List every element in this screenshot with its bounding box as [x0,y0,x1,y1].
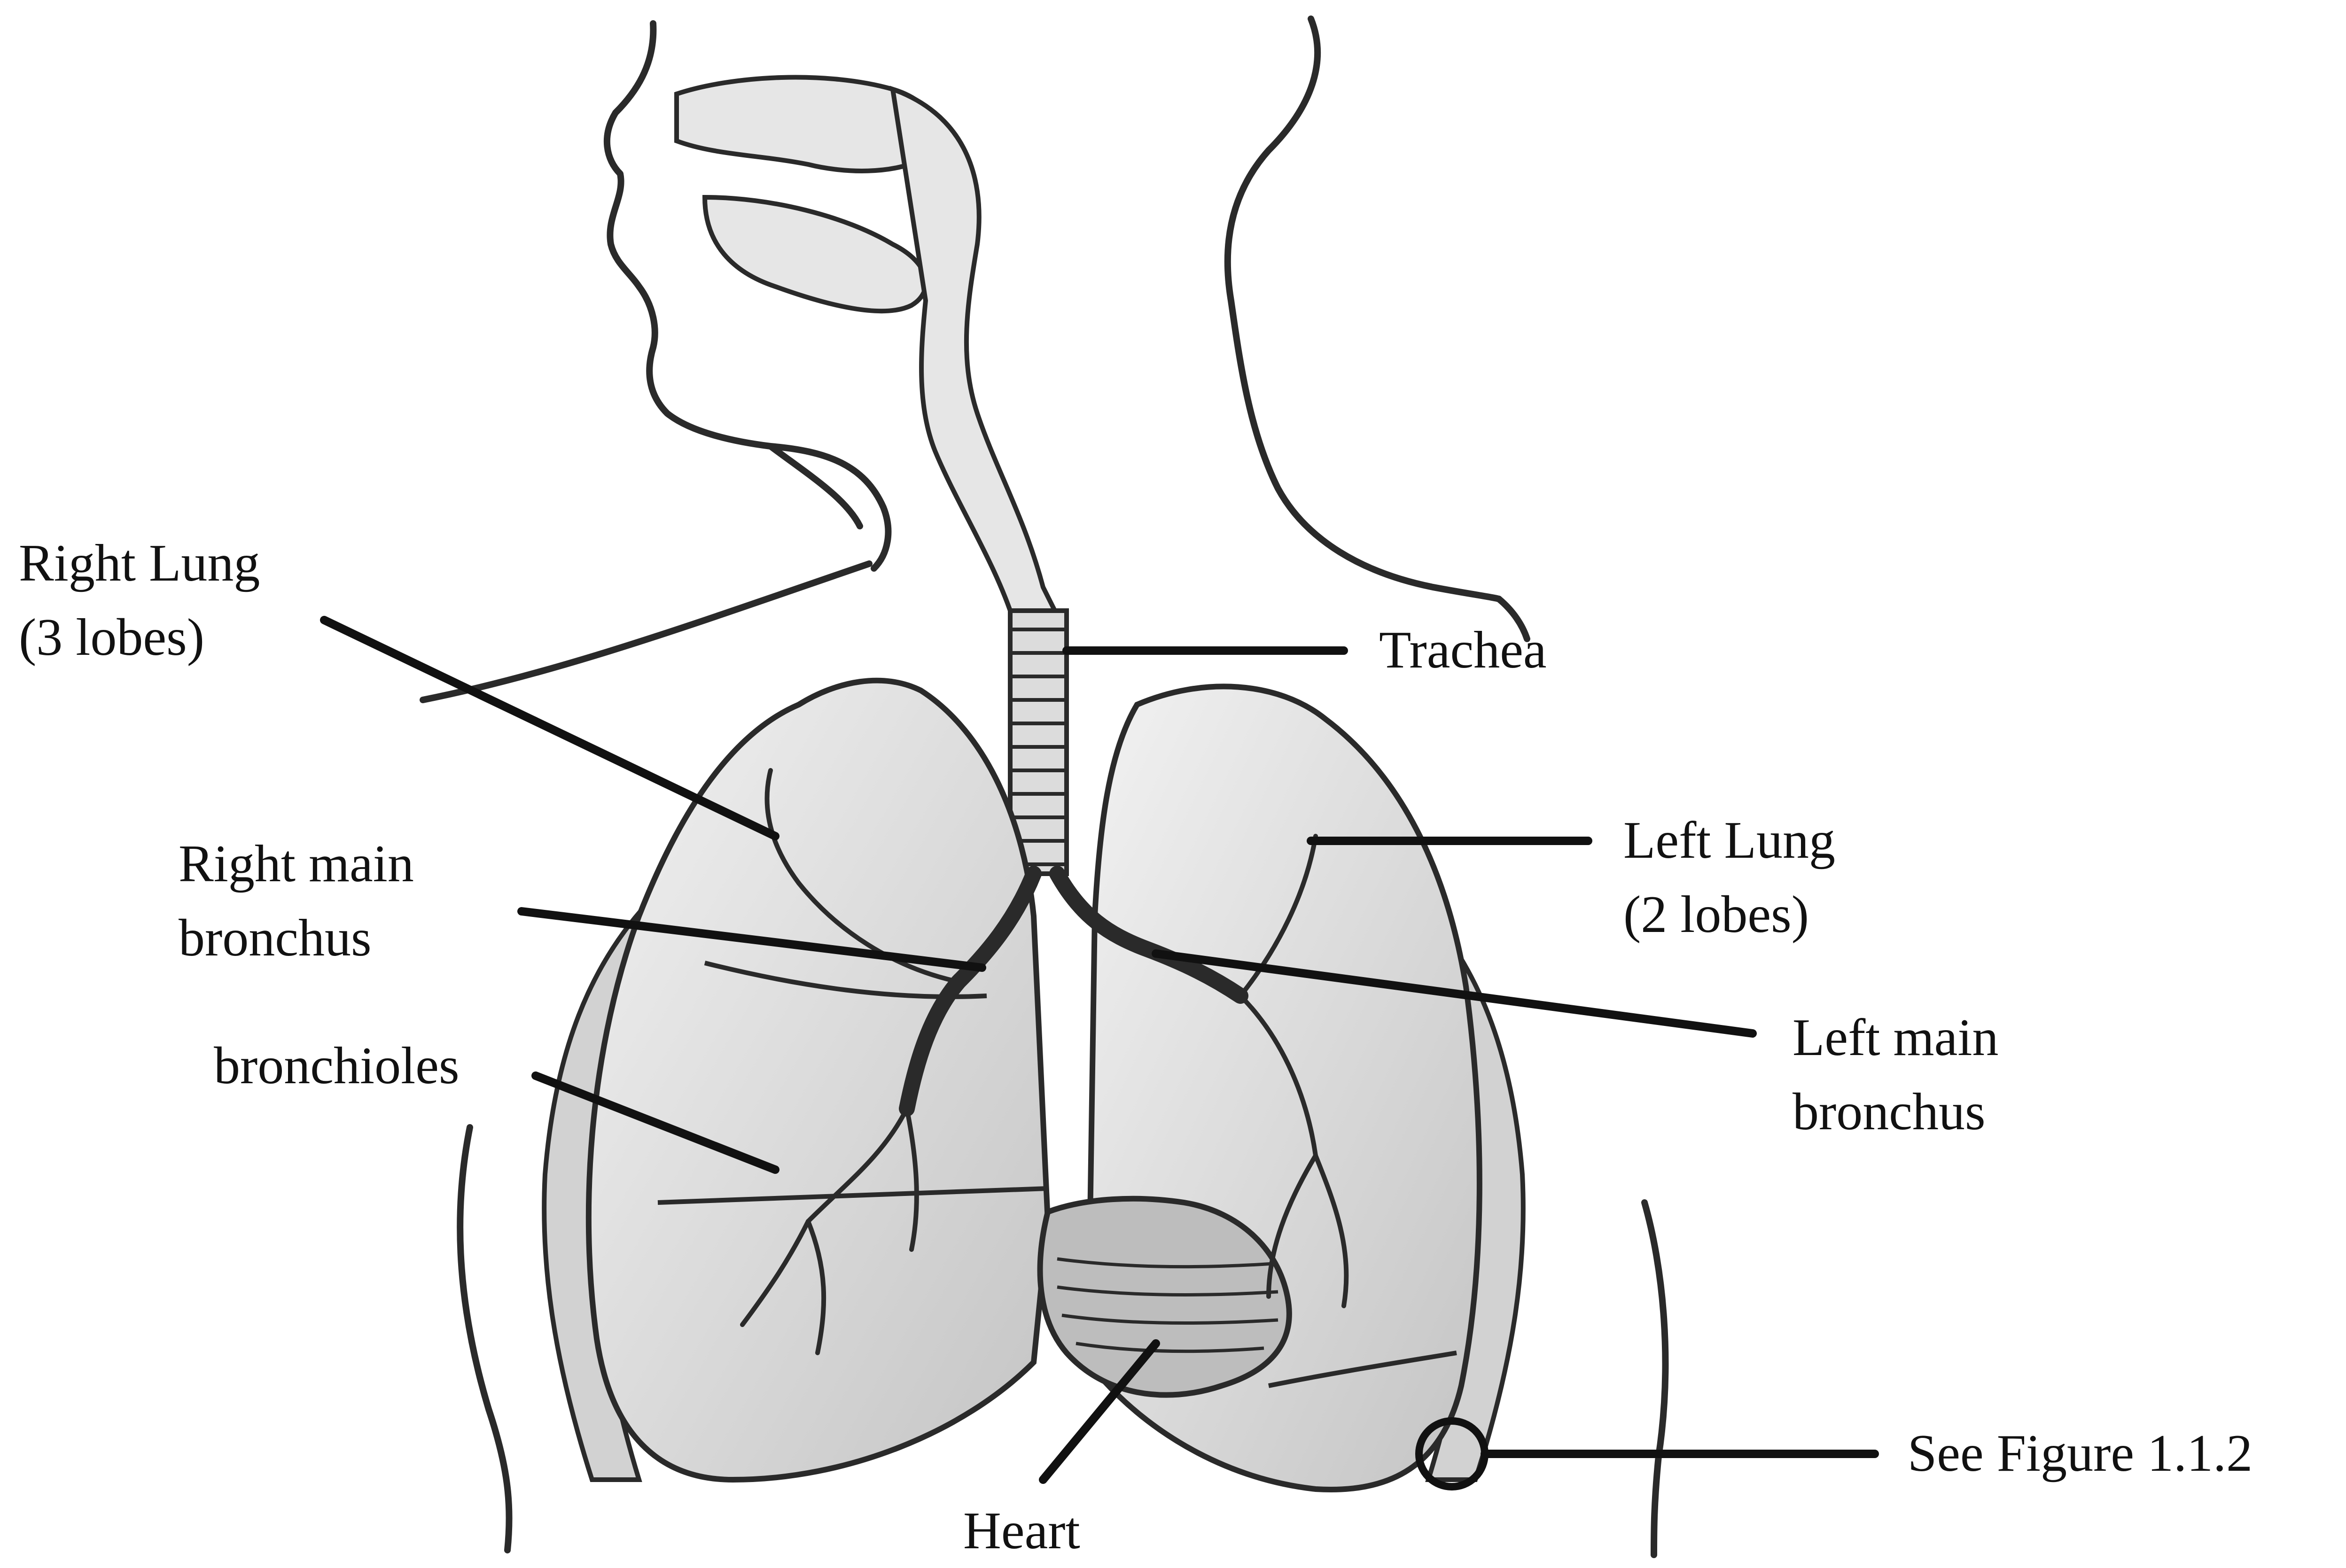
label-trachea-line-1: Trachea [1379,613,1547,687]
nasal-cavity [677,78,1062,625]
label-right-main-bronchus: Right main bronchus [179,827,414,975]
torso-left-side [460,1127,509,1550]
label-heart: Heart [963,1494,1080,1568]
torso-right-side [1645,1203,1665,1555]
label-right-lung: Right Lung (3 lobes) [19,526,260,675]
label-right-main-bronchus-line-1: Right main [179,827,414,901]
label-see-figure-line-1: See Figure 1.1.2 [1908,1416,2252,1490]
right-lung [589,681,1048,1480]
shoulder-left [423,564,869,700]
label-left-lung-line-2: (2 lobes) [1623,877,1835,952]
label-left-lung-line-1: Left Lung [1623,803,1835,877]
label-right-lung-line-2: (3 lobes) [19,600,260,675]
label-right-lung-line-1: Right Lung [19,526,260,600]
label-trachea: Trachea [1379,613,1547,687]
label-bronchioles: bronchioles [214,1029,460,1103]
jaw-line [771,446,860,526]
label-see-figure: See Figure 1.1.2 [1908,1416,2252,1490]
label-bronchioles-line-1: bronchioles [214,1029,460,1103]
back-of-neck [1228,19,1499,599]
label-heart-line-1: Heart [963,1494,1080,1568]
label-right-main-bronchus-line-2: bronchus [179,901,414,975]
label-left-main-bronchus: Left main bronchus [1793,1001,1998,1149]
label-left-lung: Left Lung (2 lobes) [1623,803,1835,952]
leader-right-lung [324,620,775,836]
label-left-main-bronchus-line-1: Left main [1793,1001,1998,1075]
label-left-main-bronchus-line-2: bronchus [1793,1075,1998,1149]
